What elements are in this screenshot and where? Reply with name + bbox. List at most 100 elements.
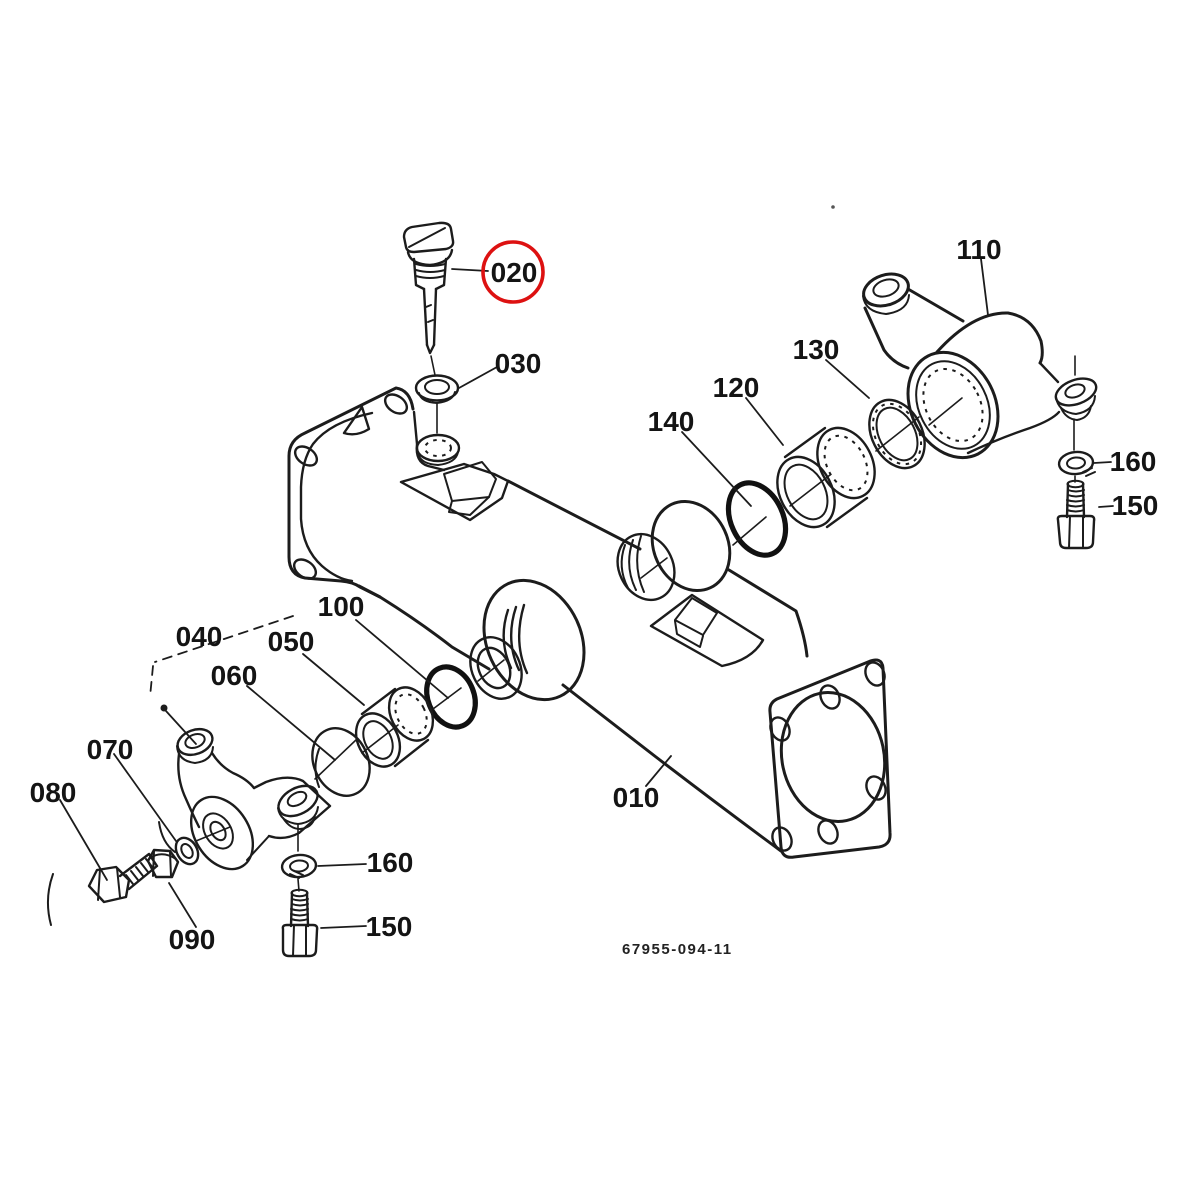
mount-pad-1-block	[443, 461, 497, 502]
nut-090-top-arc	[149, 853, 177, 860]
bushing-050-front	[354, 712, 402, 768]
callout-100[interactable]: 100	[318, 591, 365, 622]
bolt-150-left-threads	[290, 898, 309, 922]
left-flange-outline	[287, 386, 415, 599]
callout-060[interactable]: 060	[211, 660, 258, 691]
leader-010	[645, 755, 672, 787]
callout-020[interactable]: 020	[491, 257, 538, 288]
leader-050	[302, 653, 365, 706]
bolt-150-right-threads	[1066, 489, 1085, 513]
nut-090-facet-1	[152, 850, 155, 877]
dipstick-thread-3	[415, 275, 445, 279]
dipstick-assembly	[402, 221, 460, 434]
bushing-050-bore	[362, 720, 394, 760]
dipstick-thread-1	[415, 263, 446, 267]
right-hub-rib-1	[620, 544, 629, 589]
bushing-050-back	[387, 686, 435, 742]
knuckle-barrel-bore	[209, 820, 227, 842]
left-flange-notch	[342, 405, 371, 436]
leader-070	[113, 753, 177, 842]
bolt-080-head-facet-1	[97, 868, 101, 901]
bracket-right-boss-skirt-2	[1060, 405, 1092, 421]
knuckle-top-boss-hole	[184, 732, 206, 750]
callout-140[interactable]: 140	[648, 406, 695, 437]
o-ring-100	[424, 664, 478, 730]
bushing-120-front	[776, 455, 836, 529]
lock-washer-160-right	[1057, 450, 1095, 476]
highlight-circle-020[interactable]	[481, 240, 545, 304]
bushing-120-top-edge	[783, 426, 827, 459]
callout-040[interactable]: 040	[176, 621, 223, 652]
callout-150-right[interactable]: 150	[1112, 490, 1159, 521]
support-bracket-assembly	[862, 272, 1098, 550]
callout-130[interactable]: 130	[793, 334, 840, 365]
seal-130-axis-tick	[875, 416, 920, 452]
leader-120	[745, 397, 784, 446]
leader-150-left	[320, 925, 367, 929]
bracket-top-boss-skirt	[862, 294, 910, 315]
leader-030	[458, 366, 498, 389]
bushing-050-back-hidden	[394, 693, 428, 735]
dipstick-rod-right	[432, 287, 438, 347]
bushing-050-top-edge	[360, 687, 397, 716]
leader-060	[246, 685, 336, 761]
knuckle-barrel-face	[202, 812, 234, 850]
callout-120[interactable]: 120	[713, 372, 760, 403]
o-ring-140-axis-tick	[732, 516, 767, 546]
tube-bottom-edge-right	[561, 683, 783, 853]
dipstick-centerline-upper	[430, 355, 436, 376]
tube-top-edge-right	[727, 568, 809, 658]
dipstick-rod-nick-1	[425, 304, 432, 308]
callout-070[interactable]: 070	[87, 734, 134, 765]
callout-150-left[interactable]: 150	[366, 911, 413, 942]
leader-040-dot	[160, 704, 168, 712]
lock-washer-160-right-split	[1082, 467, 1096, 477]
seal-130-inner	[875, 406, 919, 462]
callout-010[interactable]: 010	[613, 782, 660, 813]
bolt-080-head-facet-2	[116, 867, 121, 898]
right-flange-hole	[819, 684, 841, 710]
callout-110[interactable]: 110	[956, 234, 1001, 265]
leader-150-right	[1098, 505, 1114, 508]
callout-080[interactable]: 080	[30, 777, 77, 808]
bushing-050-axis-tick	[361, 724, 399, 754]
leader-lines	[59, 258, 1114, 929]
bushing-120-axis-tick	[789, 474, 831, 507]
bracket-barrel-hidden	[922, 367, 984, 443]
disc-060-axis-tick	[314, 738, 358, 780]
filler-boss-threads	[424, 439, 452, 457]
bracket-left-arm	[863, 306, 910, 370]
nut-090-facet-2	[169, 851, 172, 877]
right-hub-outer	[650, 499, 732, 593]
right-hub-rib-3	[636, 535, 645, 593]
dipstick-neck-left	[412, 257, 426, 291]
callout-160-right[interactable]: 160	[1110, 446, 1157, 477]
mount-pad-2-block	[674, 597, 718, 636]
callout-160-left[interactable]: 160	[367, 847, 414, 878]
dipstick-wing-cap	[402, 221, 455, 254]
callout-090[interactable]: 090	[169, 924, 216, 955]
right-flange-hole	[864, 661, 886, 687]
right-flange-hole	[817, 819, 839, 845]
mount-pad-2	[649, 593, 765, 668]
washer-030-inner	[424, 379, 450, 395]
callout-030[interactable]: 030	[495, 348, 542, 379]
drawing-number: 67955-094-11	[622, 941, 733, 958]
bushing-050-bottom-edge	[393, 738, 430, 768]
stray-mark-left	[47, 873, 54, 926]
dipstick-rod-left	[422, 287, 429, 347]
bracket-right-arm-bottom	[966, 410, 1061, 455]
bracket-barrel-body	[935, 311, 1044, 365]
right-flange-hole	[865, 775, 887, 801]
knuckle-foot-arc	[158, 821, 176, 853]
bracket-right-boss-hole	[1064, 383, 1086, 399]
knuckle-axis-tick	[195, 826, 231, 842]
bracket-barrel-rim-inner	[915, 360, 991, 450]
washer-030-outer	[414, 374, 460, 402]
pivot-thread-3	[517, 603, 529, 675]
disc-060-rim	[314, 748, 320, 788]
callout-050[interactable]: 050	[268, 626, 315, 657]
mount-pad-1-bevel	[448, 496, 490, 516]
bolt-150-right-cap	[1066, 479, 1085, 489]
